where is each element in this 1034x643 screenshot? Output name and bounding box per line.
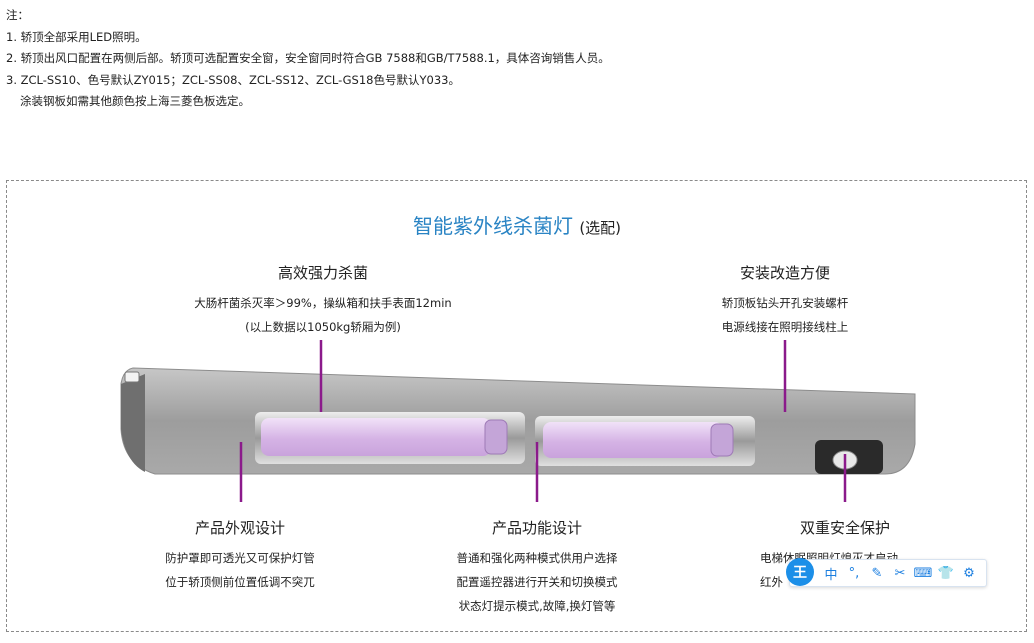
feature-appearance: 产品外观设计 防护罩即可透光又可保护灯管 位于轿顶侧前位置低调不突兀 bbox=[140, 517, 340, 594]
ime-logo[interactable]: 王 bbox=[786, 558, 814, 586]
feature-install-line-2: 电源线接在照明接线柱上 bbox=[721, 320, 849, 334]
note-item-1: 1. 轿顶全部采用LED照明。 bbox=[6, 29, 147, 44]
feature-function-line-3: 状态灯提示模式,故障,换灯管等 bbox=[458, 599, 616, 613]
feature-function: 产品功能设计 普通和强化两种模式供用户选择 配置遥控器进行开关和切换模式 状态灯… bbox=[430, 517, 644, 618]
feature-appearance-line-1: 防护罩即可透光又可保护灯管 bbox=[165, 551, 315, 565]
note-item-3-continued: 涂装钢板如需其他颜色按上海三菱色板选定。 bbox=[20, 94, 250, 108]
feature-function-line-2: 配置遥控器进行开关和切换模式 bbox=[456, 575, 618, 589]
notes-heading: 注： bbox=[6, 8, 29, 22]
feature-efficient-heading: 高效强力杀菌 bbox=[277, 264, 368, 282]
feature-safety-heading: 双重安全保护 bbox=[799, 519, 890, 537]
uv-lamp-illustration bbox=[120, 340, 916, 502]
feature-install-line-1: 轿顶板钻头开孔安装螺杆 bbox=[721, 296, 849, 310]
panel-title-text: 智能紫外线杀菌灯 bbox=[412, 214, 573, 238]
feature-function-heading: 产品功能设计 bbox=[491, 519, 582, 537]
skin-shirt-icon[interactable]: 👕 bbox=[937, 565, 955, 581]
feature-efficient-line-1: 大肠杆菌杀灭率＞99%，操纵箱和扶手表面12min bbox=[194, 296, 452, 310]
product-panel bbox=[6, 180, 1027, 632]
feature-appearance-heading: 产品外观设计 bbox=[194, 519, 285, 537]
uv-tube-1 bbox=[261, 418, 491, 456]
lamp-end-cap bbox=[121, 374, 145, 472]
pen-icon[interactable]: ✎ bbox=[871, 565, 883, 581]
feature-efficient-line-2: (以上数据以1050kg轿厢为例) bbox=[245, 320, 401, 334]
scissors-icon[interactable]: ✂ bbox=[894, 565, 906, 581]
lamp-mount-slot bbox=[124, 371, 140, 383]
feature-safety-line-2: 红外 bbox=[760, 575, 783, 589]
keyboard-icon[interactable]: ⌨ bbox=[913, 565, 933, 581]
note-item-3: 3. ZCL-SS10、色号默认ZY015；ZCL-SS08、ZCL-SS12、… bbox=[6, 72, 460, 87]
feature-function-line-1: 普通和强化两种模式供用户选择 bbox=[456, 551, 618, 565]
uv-tube-2 bbox=[543, 422, 723, 458]
panel-title-optional: (选配) bbox=[579, 219, 622, 237]
ime-toolbar[interactable]: 王 中 °, ✎ ✂ ⌨ 👕 ⚙ bbox=[786, 558, 987, 587]
note-item-2: 2. 轿顶出风口配置在两侧后部。轿顶可选配置安全窗，安全窗同时符合GB 7588… bbox=[6, 51, 610, 65]
settings-gear-icon[interactable]: ⚙ bbox=[963, 565, 975, 581]
feature-install-heading: 安装改造方便 bbox=[739, 264, 830, 282]
feature-appearance-line-2: 位于轿顶侧前位置低调不突兀 bbox=[165, 575, 315, 589]
uv-tube-2-cap bbox=[710, 423, 734, 457]
punctuation-icon[interactable]: °, bbox=[848, 565, 860, 581]
notes-section: 注： 1. 轿顶全部采用LED照明。 2. 轿顶出风口配置在两侧后部。轿顶可选配… bbox=[6, 5, 610, 113]
uv-tube-1-cap bbox=[484, 419, 508, 455]
ime-mode-button[interactable]: 中 bbox=[824, 567, 838, 583]
feature-install: 安装改造方便 轿顶板钻头开孔安装螺杆 电源线接在照明接线柱上 bbox=[700, 262, 870, 339]
feature-efficient: 高效强力杀菌 大肠杆菌杀灭率＞99%，操纵箱和扶手表面12min (以上数据以1… bbox=[185, 262, 461, 339]
panel-title: 智能紫外线杀菌灯 (选配) bbox=[0, 210, 1034, 239]
